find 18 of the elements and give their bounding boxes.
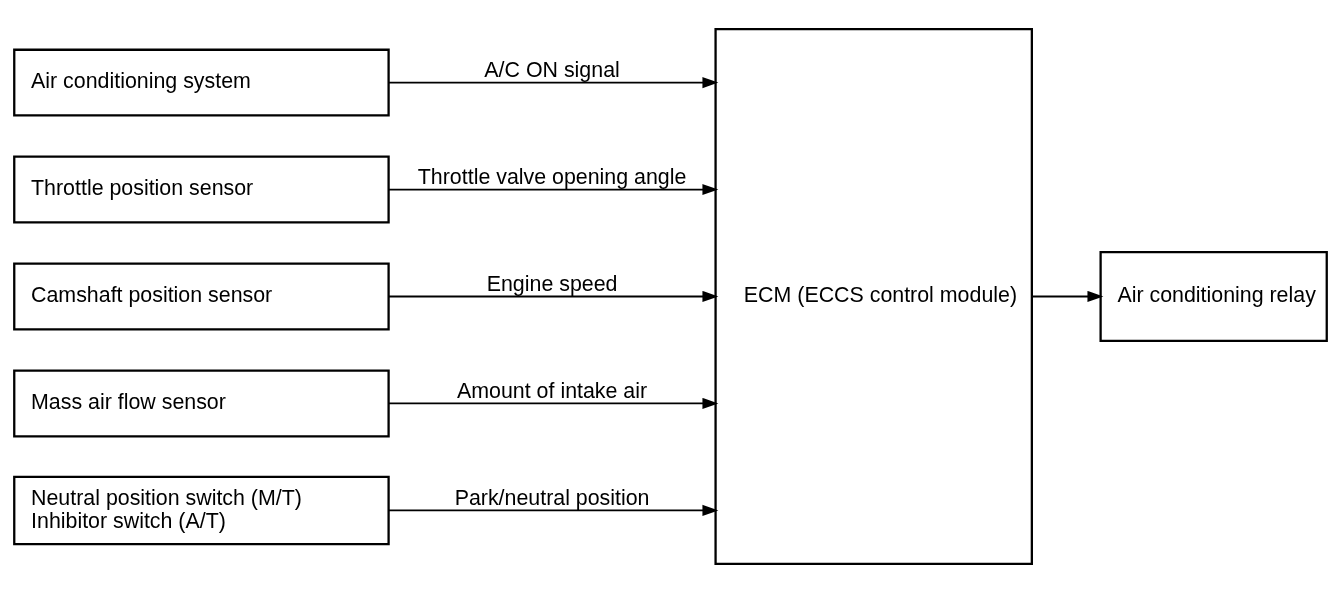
edge-label: Engine speed [486, 271, 618, 296]
node-box: Air conditioning system [13, 48, 390, 117]
node-box: Mass air flow sensor [13, 368, 390, 437]
node-box: ECM (ECCS control module) [714, 27, 1033, 565]
edge-label: Park/neutral position [454, 485, 650, 510]
arrow [387, 397, 719, 409]
node-box: Neutral position switch (M/T) Inhibitor switch (A/T) [13, 475, 390, 545]
node-box: Air conditioning relay [1099, 250, 1328, 342]
node-box: Throttle position sensor [13, 155, 390, 224]
edge-label: A/C ON signal [484, 57, 620, 82]
edge-label: Throttle valve opening angle [417, 164, 687, 189]
arrow [387, 290, 719, 302]
arrow [387, 504, 719, 516]
arrow [387, 183, 719, 195]
arrow [1030, 290, 1104, 302]
node-box: Camshaft position sensor [13, 262, 390, 330]
arrow [387, 76, 719, 88]
edge-label: Amount of intake air [457, 378, 648, 403]
